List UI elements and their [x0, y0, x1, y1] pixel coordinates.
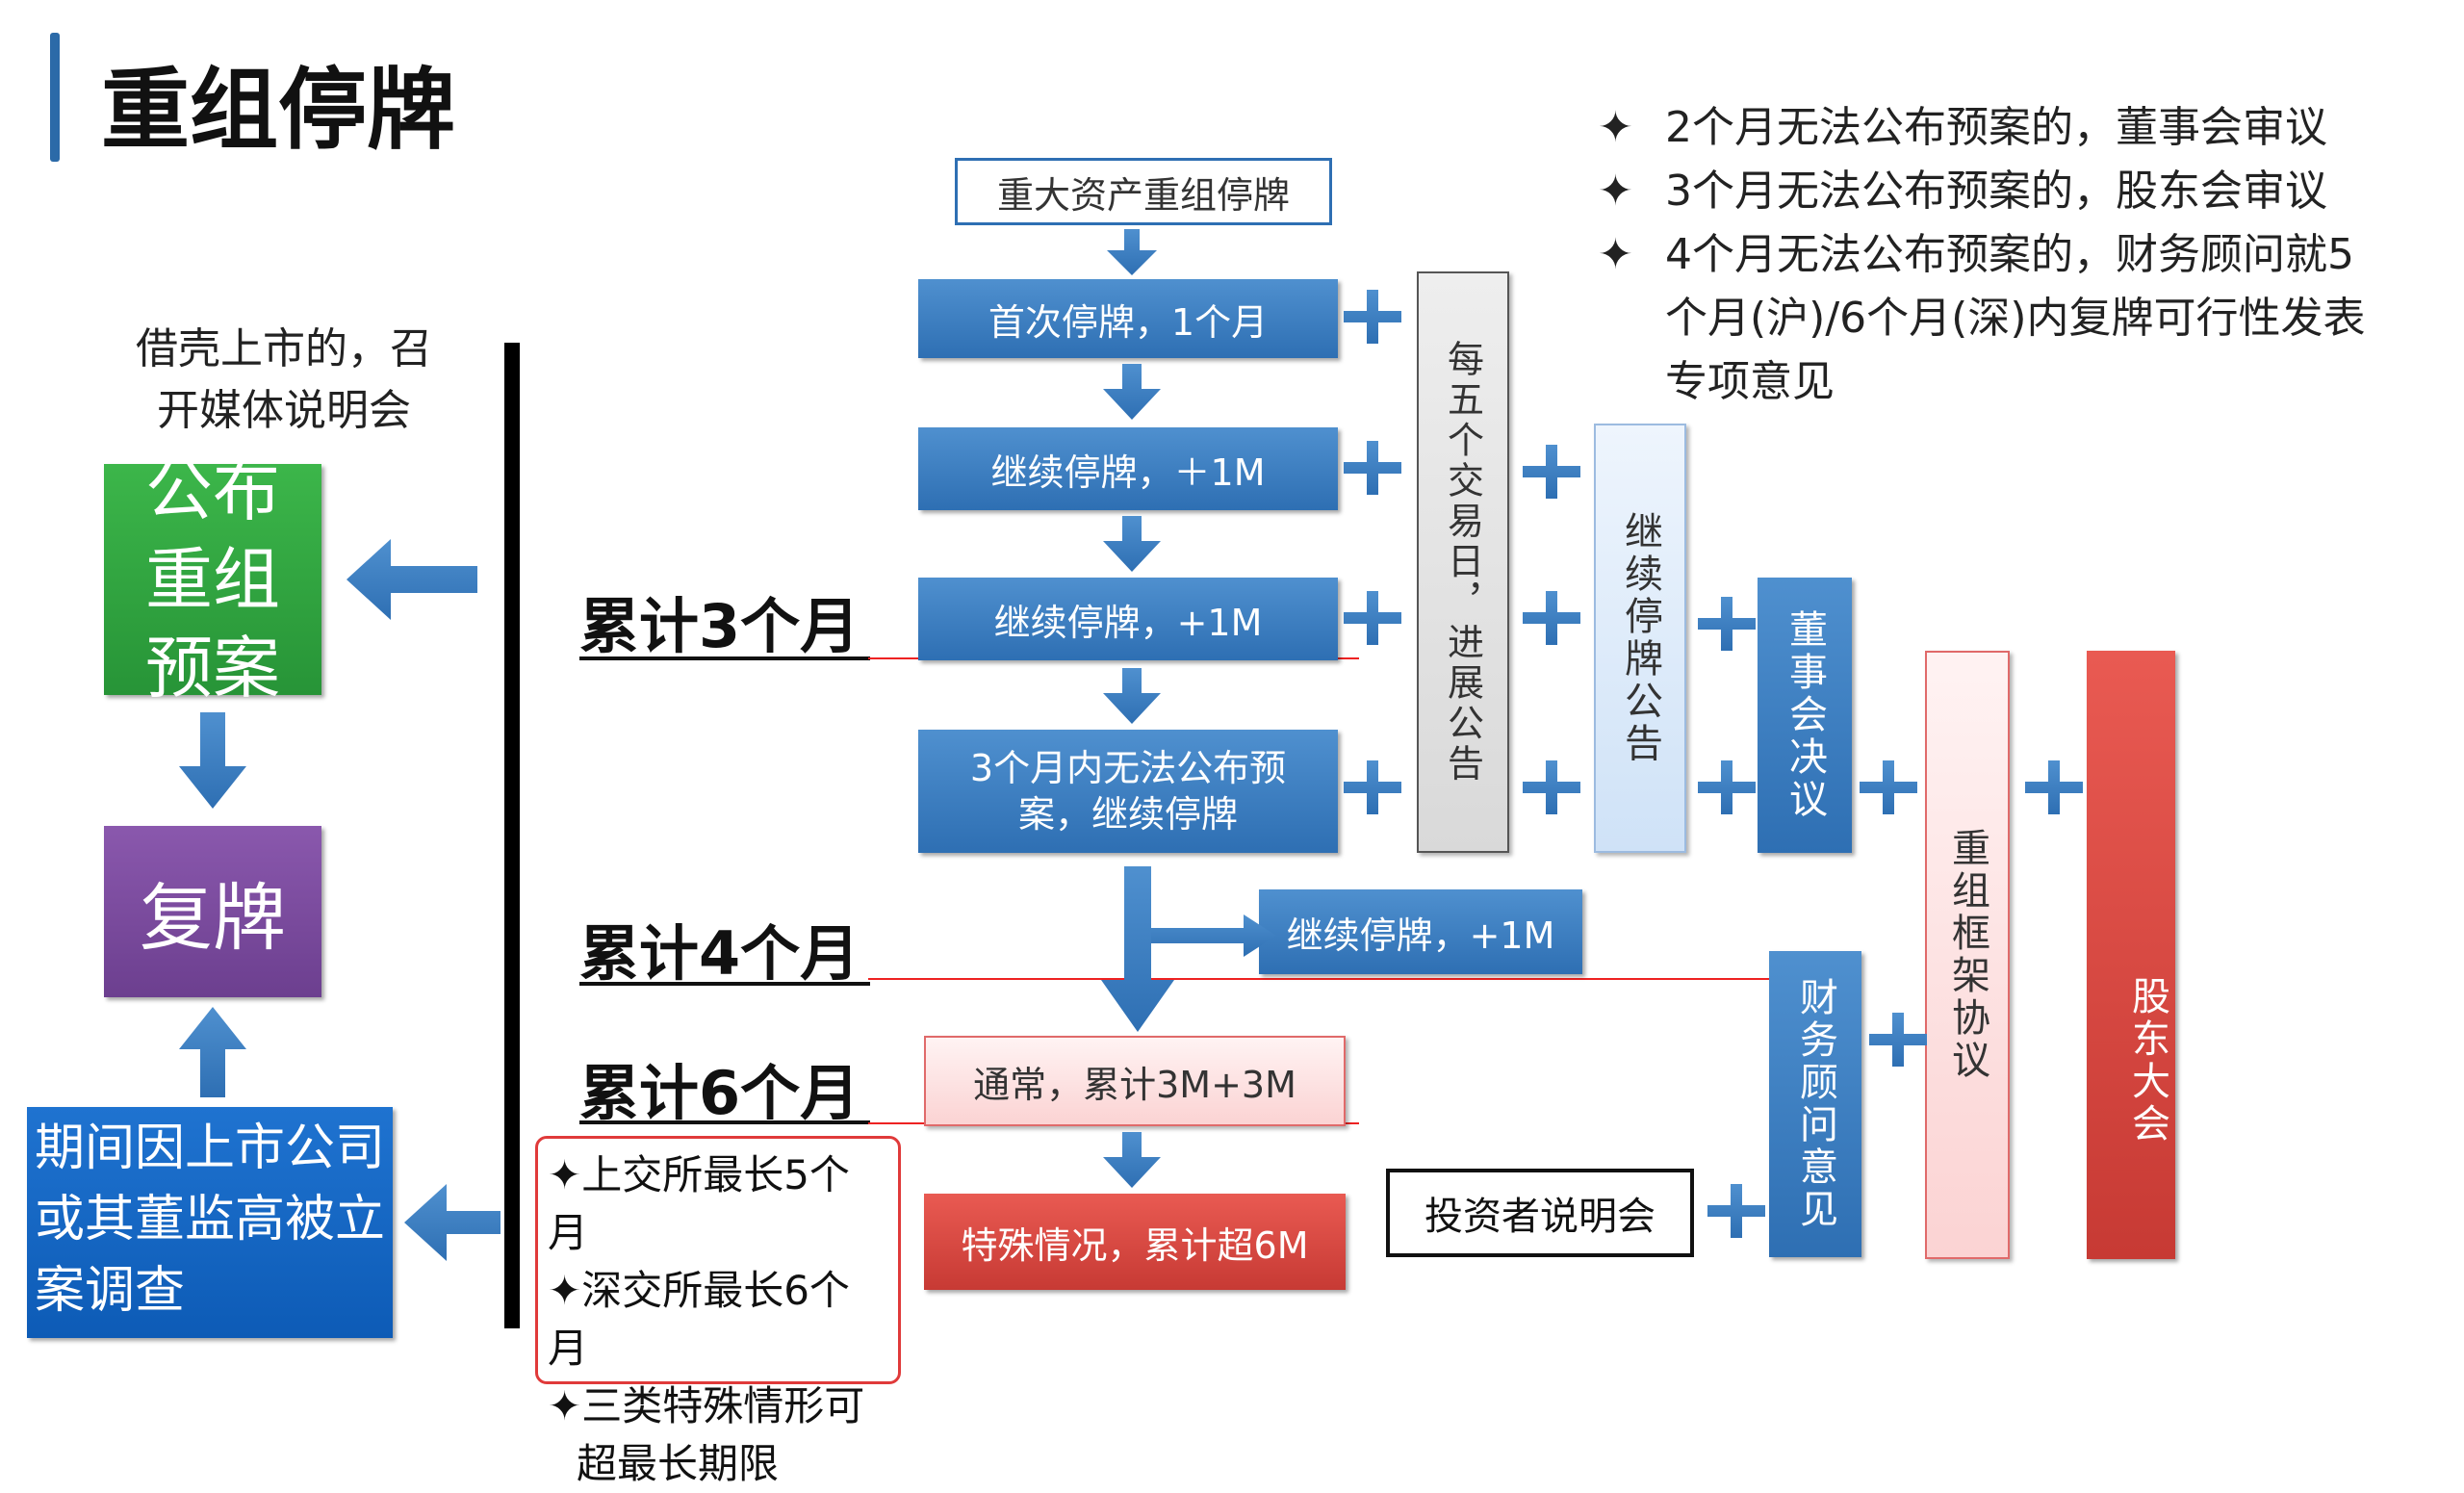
rules-list: ✦2个月无法公布预案的，董事会审议 ✦3个月无法公布预案的，股东会审议 ✦4个月…: [1598, 96, 2387, 414]
cumulative-3-months-label: 累计3个月: [579, 591, 860, 661]
timeline-divider: [504, 343, 520, 1328]
cumulative-4-months-label: 累计4个月: [579, 918, 860, 989]
special-note-three-cases: ✦三类特殊情形可: [548, 1382, 865, 1429]
down-arrow-icon: [1103, 229, 1161, 1188]
left-arrow-icon: [346, 539, 500, 1261]
special-note-sse: ✦上交所最长5个月: [548, 1151, 850, 1256]
no-plan-continue-box: 3个月内无法公布预案，继续停牌: [918, 730, 1338, 853]
diamond-bullet-icon: ✦: [1598, 103, 1633, 152]
cumulative-6-underline: [579, 1120, 870, 1124]
advisor-opinion-box: 财务顾问意见: [1769, 951, 1861, 1257]
continue-suspension-box-1: 继续停牌，＋1M: [918, 427, 1338, 510]
special-case-box: 特殊情况，累计超6M: [924, 1194, 1346, 1290]
continue-notice-box: 继续停牌公告: [1594, 424, 1686, 853]
continue-suspension-box-3: 继续停牌，+1M: [1259, 889, 1582, 974]
rule-item: ✦4个月无法公布预案的，财务顾问就5个月(沪)/6个月(深)内复牌可行性发表专项…: [1598, 223, 2387, 414]
restructuring-suspension-box: 重大资产重组停牌: [955, 158, 1332, 225]
title-accent-bar: [50, 33, 60, 162]
diamond-bullet-icon: ✦: [1598, 167, 1633, 216]
special-note-szse: ✦深交所最长6个月: [548, 1267, 850, 1372]
progress-announcement-box: 每五个交易日，进展公告: [1417, 271, 1509, 853]
shell-listing-note: 借壳上市的，召开媒体说明会: [136, 324, 432, 435]
continue-suspension-box-2: 继续停牌，+1M: [918, 578, 1338, 660]
investigation-box: 期间因上市公司或其董监高被立案调查: [27, 1107, 393, 1338]
special-note-exceed: 超最长期限: [577, 1440, 780, 1487]
page-title: 重组停牌: [101, 59, 456, 162]
cumulative-3-underline: [579, 656, 870, 660]
cumulative-4-redline: [868, 978, 1792, 980]
up-arrow-left-icon: [179, 1007, 246, 1097]
investor-meeting-box: 投资者说明会: [1386, 1169, 1694, 1257]
connectors-layer: [179, 229, 2083, 1261]
rule-item: ✦2个月无法公布预案的，董事会审议: [1598, 96, 2387, 160]
plus-icon: [1344, 290, 2083, 1238]
cumulative-6-months-label: 累计6个月: [579, 1058, 860, 1128]
publish-plan-box: 公布重组预案: [104, 451, 321, 708]
diamond-bullet-icon: ✦: [1598, 230, 1633, 279]
board-resolution-box: 董事会决议: [1758, 578, 1852, 853]
first-suspension-box: 首次停牌，1个月: [918, 279, 1338, 358]
resume-trading-box: 复牌: [104, 826, 321, 997]
cumulative-4-underline: [579, 982, 870, 986]
shareholders-meeting-box: 股东大会: [2087, 651, 2175, 1259]
normal-case-box: 通常，累计3M+3M: [924, 1036, 1346, 1126]
rule-item: ✦3个月无法公布预案的，股东会审议: [1598, 160, 2387, 223]
branch-arrow-icon: [1101, 866, 1276, 1032]
down-arrow-left-icon: [179, 712, 246, 809]
framework-agreement-box: 重组框架协议: [1925, 651, 2010, 1259]
